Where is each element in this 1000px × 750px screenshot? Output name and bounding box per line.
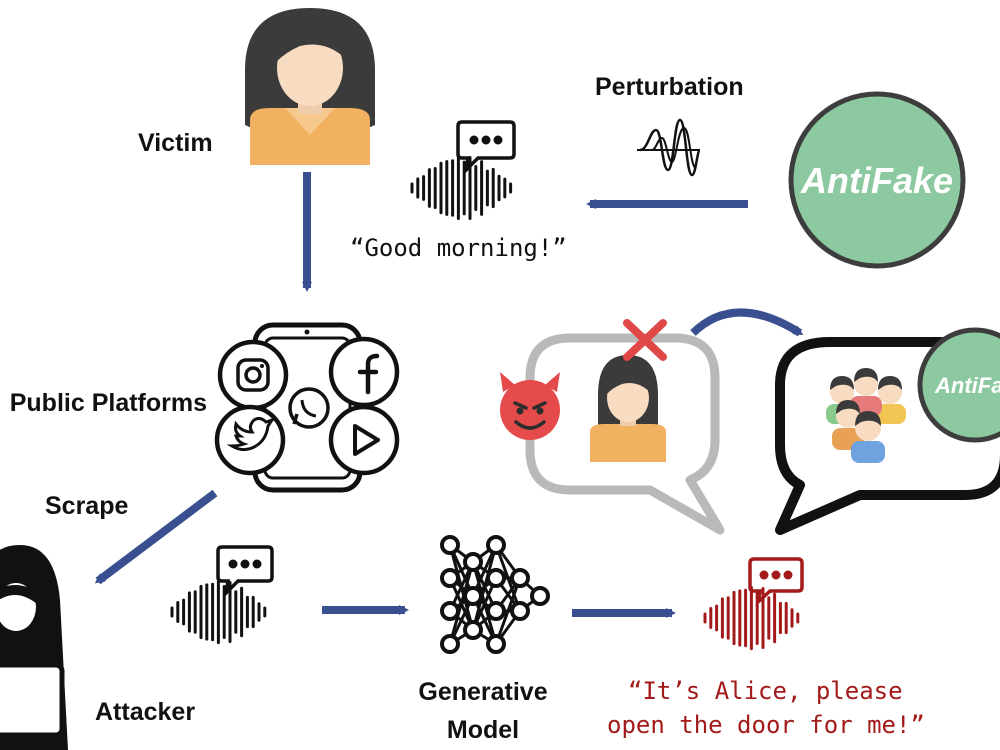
arrow-curved-to-listeners xyxy=(690,308,804,337)
twitter-icon xyxy=(214,404,286,476)
attacker-icon xyxy=(0,545,68,750)
nn-node xyxy=(510,601,530,621)
victim-icon xyxy=(590,355,666,462)
speech-bubble-icon xyxy=(456,120,516,176)
nn-node xyxy=(463,552,483,572)
antifake-logo: AntiFake xyxy=(788,91,966,269)
nn-node xyxy=(440,601,460,621)
nn-node xyxy=(486,601,506,621)
cross-icon xyxy=(623,319,667,361)
scrape-label: Scrape xyxy=(45,492,128,520)
antifake-small-logo-text: AntiFake xyxy=(934,373,1000,398)
fake-speech-line2: open the door for me!” xyxy=(607,711,925,739)
speech-bubble-icon xyxy=(216,545,274,599)
devil-icon xyxy=(500,372,560,440)
nn-node xyxy=(440,535,460,555)
waveform-icon xyxy=(410,155,513,221)
whatsapp-icon xyxy=(288,387,330,429)
nn-node xyxy=(463,586,483,606)
nn-node xyxy=(440,634,460,654)
crowd-icon xyxy=(826,368,906,463)
nn-node xyxy=(486,634,506,654)
neural-network-icon xyxy=(440,535,550,654)
victim-label: Victim xyxy=(138,129,213,157)
fake-speech-line1: “It’s Alice, please xyxy=(628,677,903,705)
waveform-icon xyxy=(170,579,267,645)
nn-edge xyxy=(471,544,498,631)
play-icon xyxy=(328,404,400,476)
public-platforms-label: Public Platforms xyxy=(10,389,207,417)
antifake-logo-text: AntiFake xyxy=(800,160,953,201)
nn-node xyxy=(440,568,460,588)
perturbation-label: Perturbation xyxy=(595,73,744,101)
nn-node xyxy=(486,535,506,555)
victim-speech-text: “Good morning!” xyxy=(350,234,567,262)
generative-model-label-line1: Generative xyxy=(418,678,547,706)
nn-edge xyxy=(448,561,475,645)
nn-node xyxy=(510,568,530,588)
nn-node xyxy=(486,568,506,588)
facebook-icon xyxy=(328,336,400,408)
antifake-small-logo: AntiFake xyxy=(917,327,1000,443)
nn-node xyxy=(530,586,550,606)
nn-node xyxy=(463,620,483,640)
attacker-label: Attacker xyxy=(95,698,195,726)
fake-waveform-icon xyxy=(703,585,800,651)
perturbation-wave-icon xyxy=(637,118,702,177)
victim-icon xyxy=(245,8,375,165)
nn-edge xyxy=(494,577,522,645)
generative-model-label-line2: Model xyxy=(447,716,519,744)
arrow-scrape xyxy=(94,489,218,585)
instagram-icon xyxy=(217,339,289,411)
